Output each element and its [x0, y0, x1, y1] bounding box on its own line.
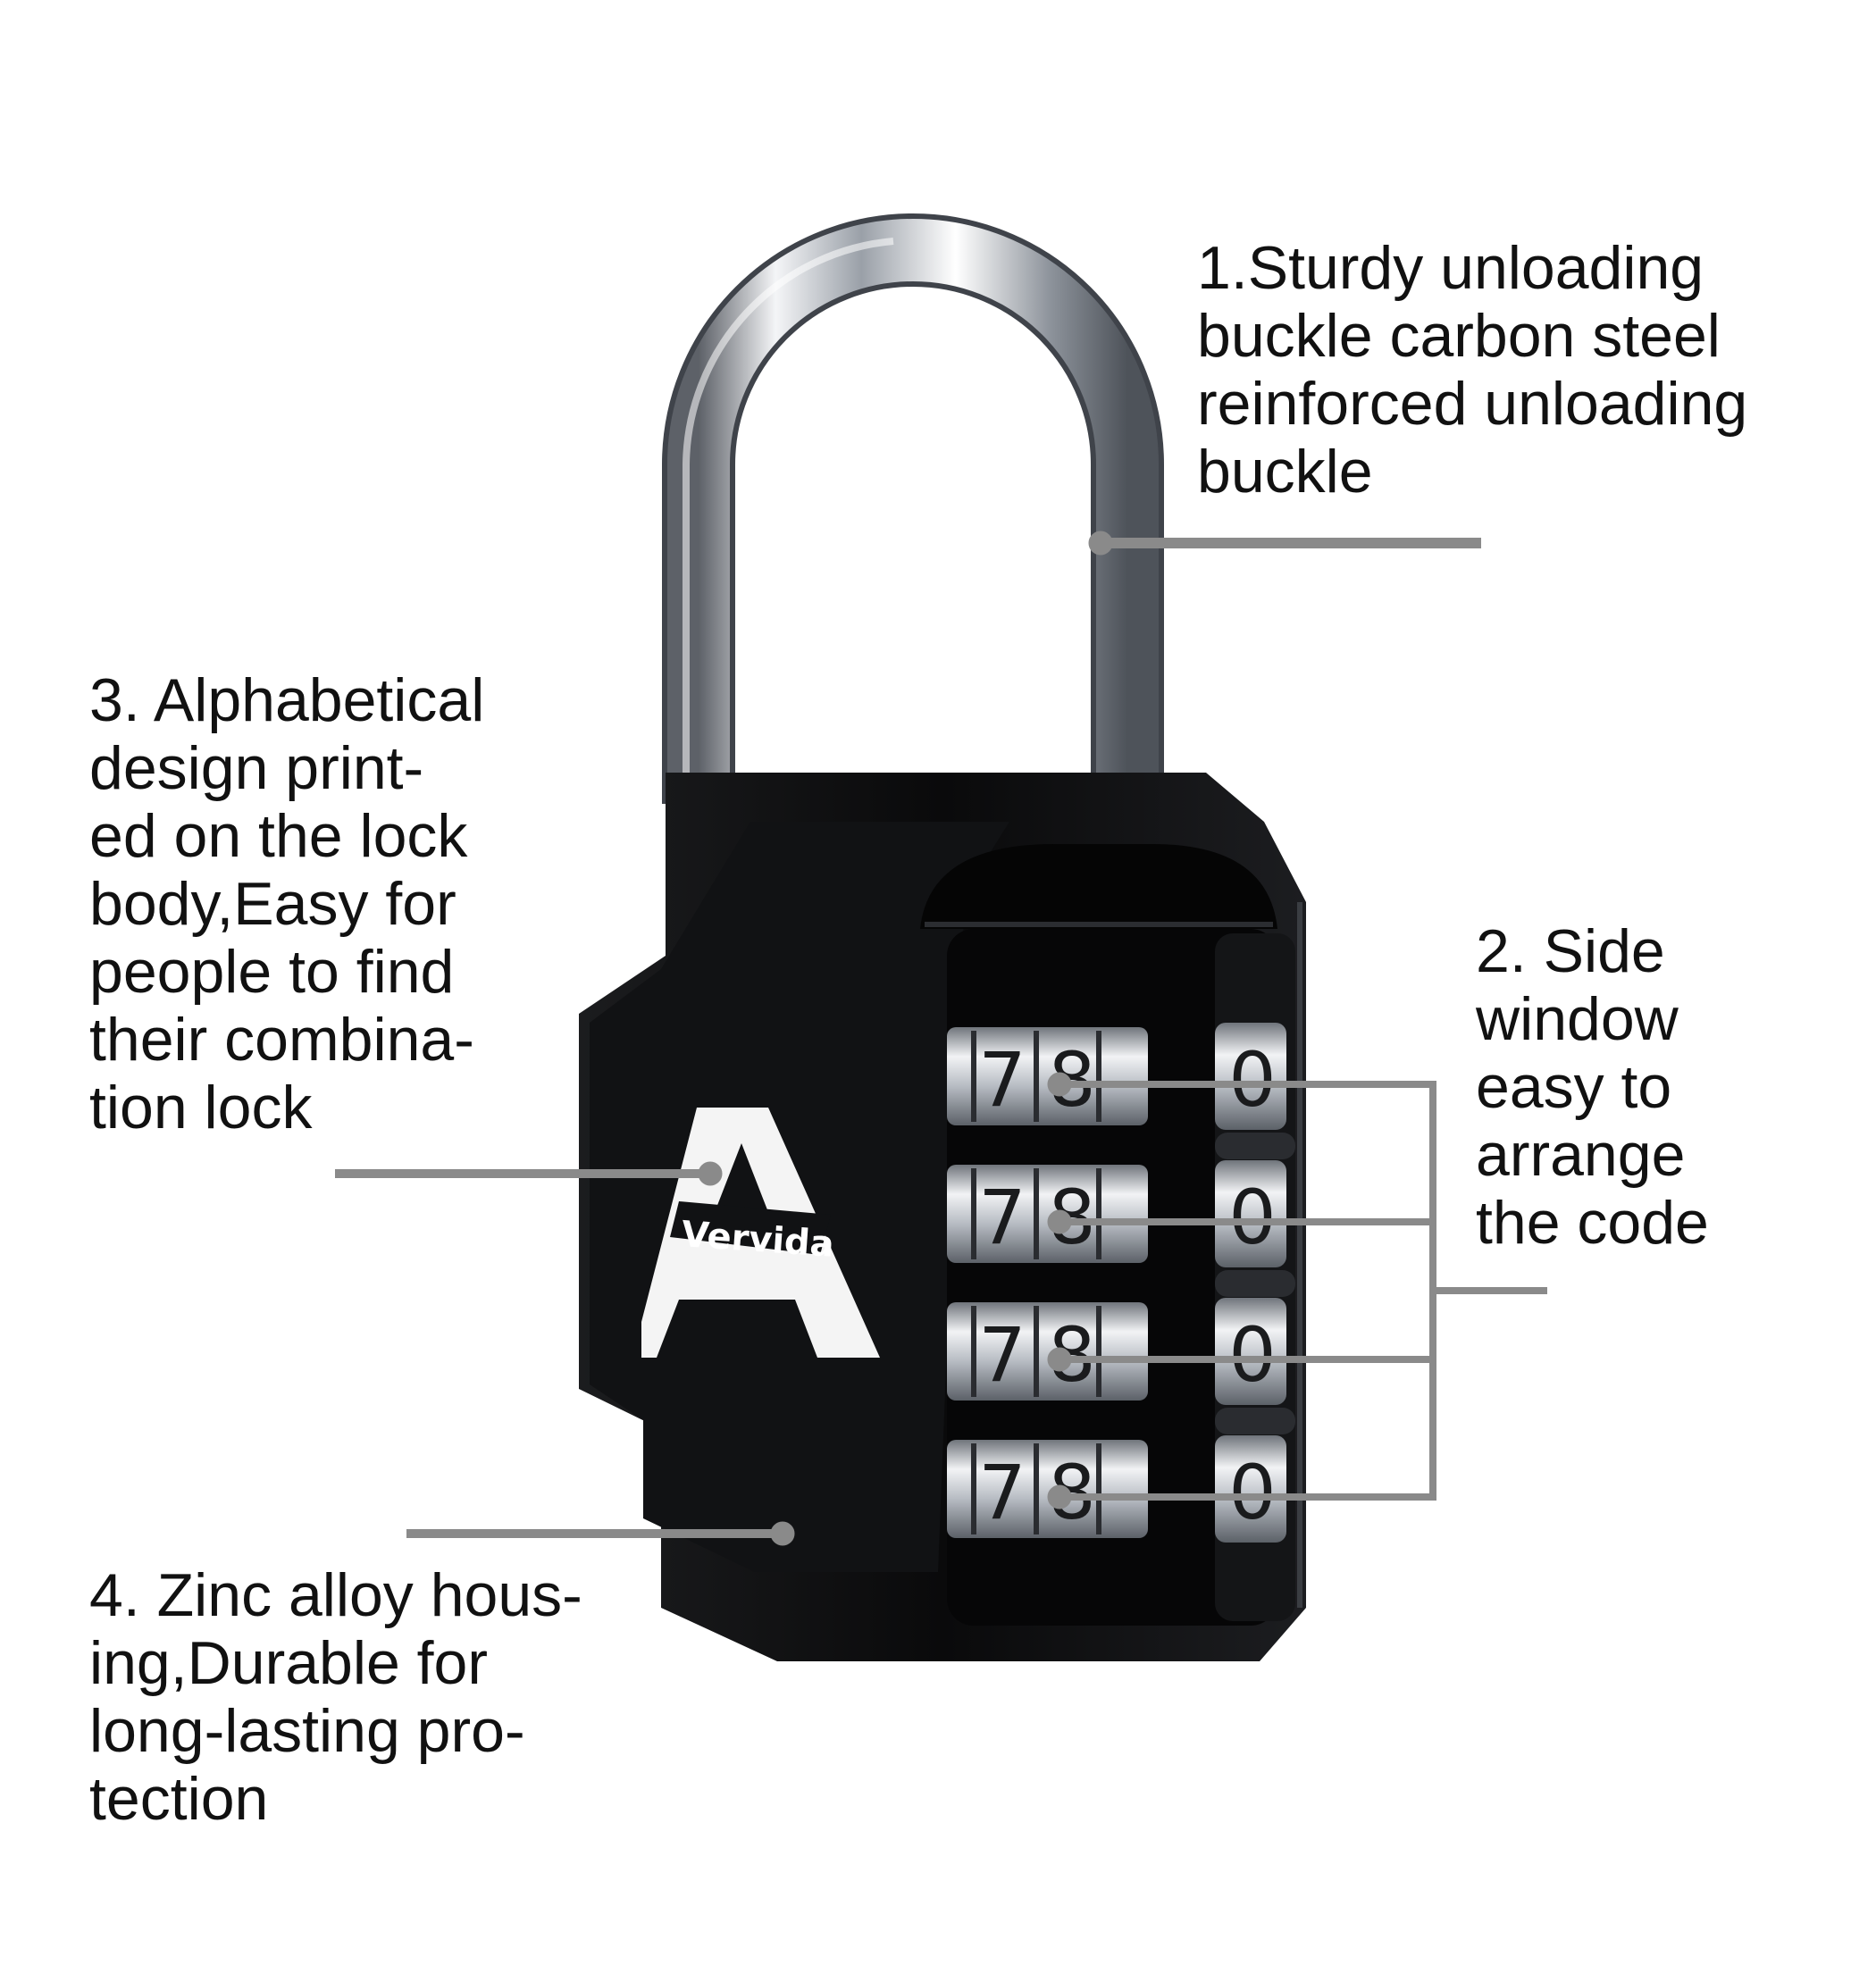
callout-3-line: their combina-: [89, 1006, 474, 1074]
callout-3-line: body,Easy for: [89, 870, 456, 938]
callout-3-line: 3. Alphabetical: [89, 666, 485, 734]
callout-4-line: long-lasting pro-: [89, 1697, 525, 1765]
callout-3-line: ed on the lock: [89, 802, 468, 870]
callout-3-alphabetical-design: 3. Alphabetical design print- ed on the …: [89, 666, 484, 1141]
callout-2-line: window: [1476, 985, 1679, 1053]
callout-1-line: reinforced unloading: [1197, 370, 1748, 438]
dial-ridge: [1215, 1270, 1295, 1297]
callout-4-line: 4. Zinc alloy hous-: [89, 1561, 582, 1629]
leader-dot-4: [770, 1521, 795, 1546]
callout-2-side-window: 2. Side window easy to arrange the code: [1476, 917, 1709, 1257]
dial-ridge: [1215, 1133, 1295, 1159]
dial-digit: 0: [1228, 1311, 1276, 1399]
dial-digit: 0: [1228, 1174, 1276, 1261]
side-window: [1215, 1023, 1286, 1130]
dial-digit: 7: [978, 1449, 1026, 1536]
callout-2-line: the code: [1476, 1189, 1709, 1257]
leader-dot-2d: [1047, 1484, 1072, 1509]
callout-2-line: 2. Side: [1476, 917, 1665, 985]
callout-1-sturdy-shackle: 1.Sturdy unloading buckle carbon steel r…: [1197, 234, 1747, 506]
dial-digit: 7: [978, 1311, 1026, 1399]
side-window: [1215, 1160, 1286, 1267]
dial-digit: 7: [978, 1036, 1026, 1124]
callout-4-zinc-housing: 4. Zinc alloy hous- ing,Durable for long…: [89, 1561, 582, 1833]
callout-4-line: ing,Durable for: [89, 1629, 489, 1697]
leader-dot-3: [698, 1161, 723, 1186]
dial-ridge: [1215, 1408, 1295, 1434]
leader-dot-2a: [1047, 1072, 1072, 1097]
leader-dot-2c: [1047, 1347, 1072, 1372]
callout-3-line: tion lock: [89, 1074, 313, 1141]
side-window: [1215, 1298, 1286, 1405]
leader-lines: [335, 531, 1547, 1546]
callout-3-line: people to find: [89, 938, 455, 1006]
dial-digit: 7: [978, 1174, 1026, 1261]
callout-1-line: buckle carbon steel: [1197, 302, 1721, 370]
dial-digit: 0: [1228, 1449, 1276, 1536]
leader-dot-1: [1088, 531, 1113, 556]
callout-4-line: tection: [89, 1765, 269, 1833]
callout-1-line: buckle: [1197, 438, 1373, 506]
shackle: [662, 213, 1164, 857]
callout-3-line: design print-: [89, 734, 424, 802]
side-window: [1215, 1435, 1286, 1543]
callout-2-line: arrange: [1476, 1121, 1686, 1189]
callout-1-line: 1.Sturdy unloading: [1197, 234, 1704, 302]
leader-dot-2b: [1047, 1209, 1072, 1234]
callout-2-line: easy to: [1476, 1053, 1672, 1121]
dial-digit: 0: [1228, 1036, 1276, 1124]
